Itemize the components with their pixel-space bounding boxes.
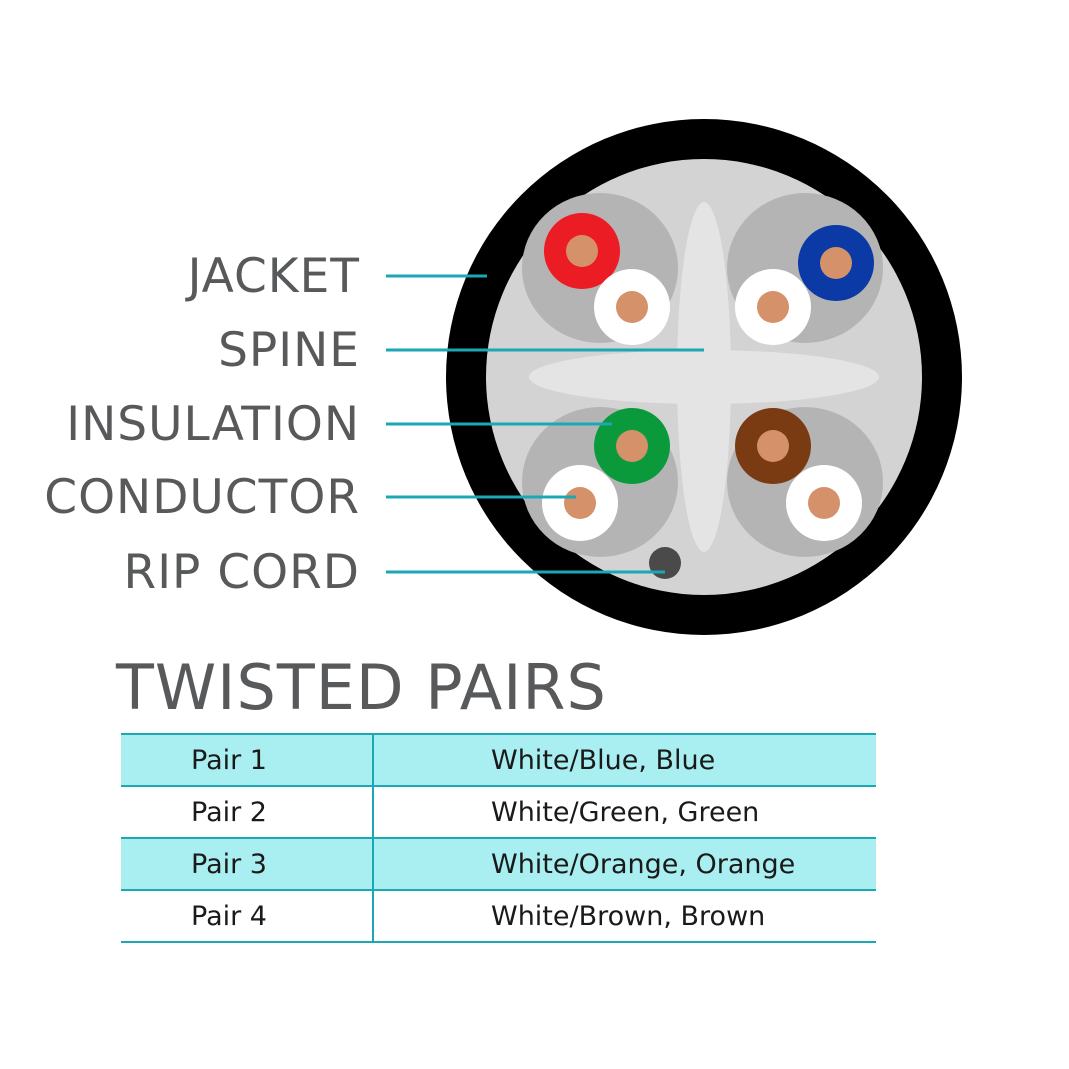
wire-white-bottom-right (786, 465, 862, 541)
wire-green (594, 408, 670, 484)
wire-blue (798, 225, 874, 301)
pair-name: Pair 2 (121, 785, 374, 839)
label-insulation: INSULATION (66, 397, 360, 452)
label-conductor: CONDUCTOR (44, 470, 360, 525)
wire-red (544, 213, 620, 289)
rip-cord (649, 547, 681, 579)
pair-name: Pair 1 (121, 733, 374, 787)
pair-name: Pair 3 (121, 837, 374, 891)
pair-colors: White/Green, Green (373, 785, 876, 839)
spine-horizontal (529, 350, 879, 404)
wire-white-bottom-left (542, 465, 618, 541)
pair-colors: White/Orange, Orange (373, 837, 876, 891)
table-row: Pair 1 White/Blue, Blue (121, 733, 876, 787)
label-spine: SPINE (218, 323, 360, 378)
label-jacket: JACKET (185, 249, 360, 304)
table-row: Pair 3 White/Orange, Orange (121, 837, 876, 891)
pair-name: Pair 4 (121, 889, 374, 943)
table-row: Pair 4 White/Brown, Brown (121, 889, 876, 943)
cable-cross-section-diagram: JACKET SPINE INSULATION CONDUCTOR RIP CO… (44, 119, 962, 635)
twisted-pairs-table: Pair 1 White/Blue, Blue Pair 2 White/Gre… (121, 733, 876, 943)
pair-colors: White/Brown, Brown (373, 889, 876, 943)
table-title: TWISTED PAIRS (116, 651, 607, 724)
wire-white-top-right (735, 269, 811, 345)
label-rip-cord: RIP CORD (124, 545, 360, 600)
pair-colors: White/Blue, Blue (373, 733, 876, 787)
wire-white-top-left (594, 269, 670, 345)
wire-brown (735, 408, 811, 484)
table-row: Pair 2 White/Green, Green (121, 785, 876, 839)
